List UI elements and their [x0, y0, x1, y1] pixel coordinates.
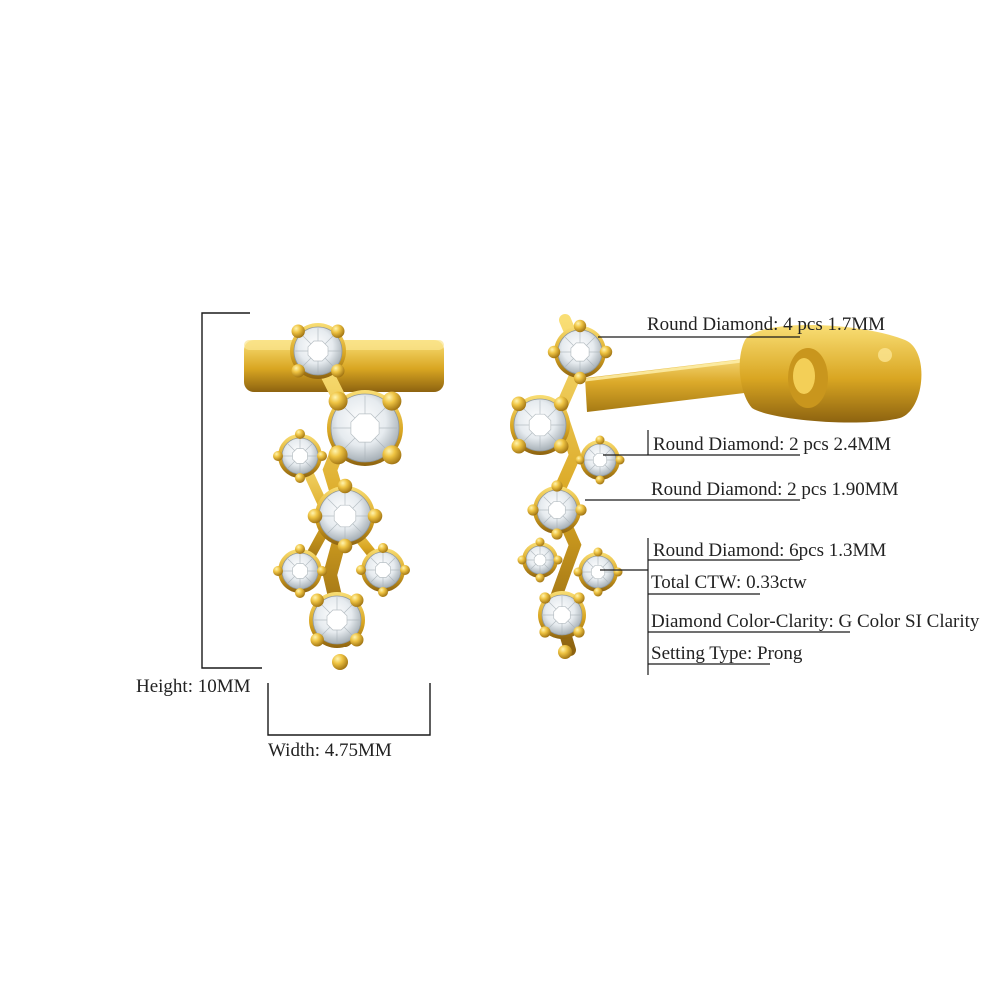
spec-item-round-diamond-1: Round Diamond: 4 pcs 1.7MM [647, 314, 885, 335]
diamond-stone [290, 323, 346, 379]
diamond-stone [527, 480, 587, 540]
width-label: Width: 4.75MM [268, 740, 392, 761]
earring-side-view [510, 314, 922, 659]
diamond-stone [573, 547, 623, 597]
spec-item-total-ctw: Total CTW: 0.33ctw [651, 572, 807, 593]
diamond-stone [273, 429, 327, 483]
diamond-stone [575, 435, 625, 485]
diamond-stone [273, 544, 327, 598]
diamond-stone [517, 537, 563, 583]
diamond-stone [510, 395, 570, 455]
diamond-stone [356, 543, 410, 597]
spec-list: Round Diamond: 4 pcs 1.7MM Round Diamond… [647, 314, 980, 664]
diamond-stone [547, 319, 613, 385]
spec-item-round-diamond-3: Round Diamond: 2 pcs 1.90MM [651, 479, 899, 500]
diamond-stone [327, 390, 403, 466]
diamond-stone [538, 591, 586, 639]
height-dimension [201, 312, 262, 669]
earring-butterfly-back [739, 324, 922, 423]
spec-callout-lines [585, 336, 850, 675]
diamond-stone [309, 592, 365, 648]
spec-item-color-clarity: Diamond Color-Clarity: G Color SI Clarit… [651, 611, 980, 632]
diamond-stone [307, 478, 383, 554]
earring-front-view [244, 323, 444, 670]
height-label: Height: 10MM [136, 676, 251, 697]
spec-item-round-diamond-2: Round Diamond: 2 pcs 2.4MM [653, 434, 891, 455]
spec-item-round-diamond-4: Round Diamond: 6pcs 1.3MM [653, 540, 886, 561]
spec-item-setting-type: Setting Type: Prong [651, 643, 803, 664]
width-dimension [267, 683, 431, 736]
